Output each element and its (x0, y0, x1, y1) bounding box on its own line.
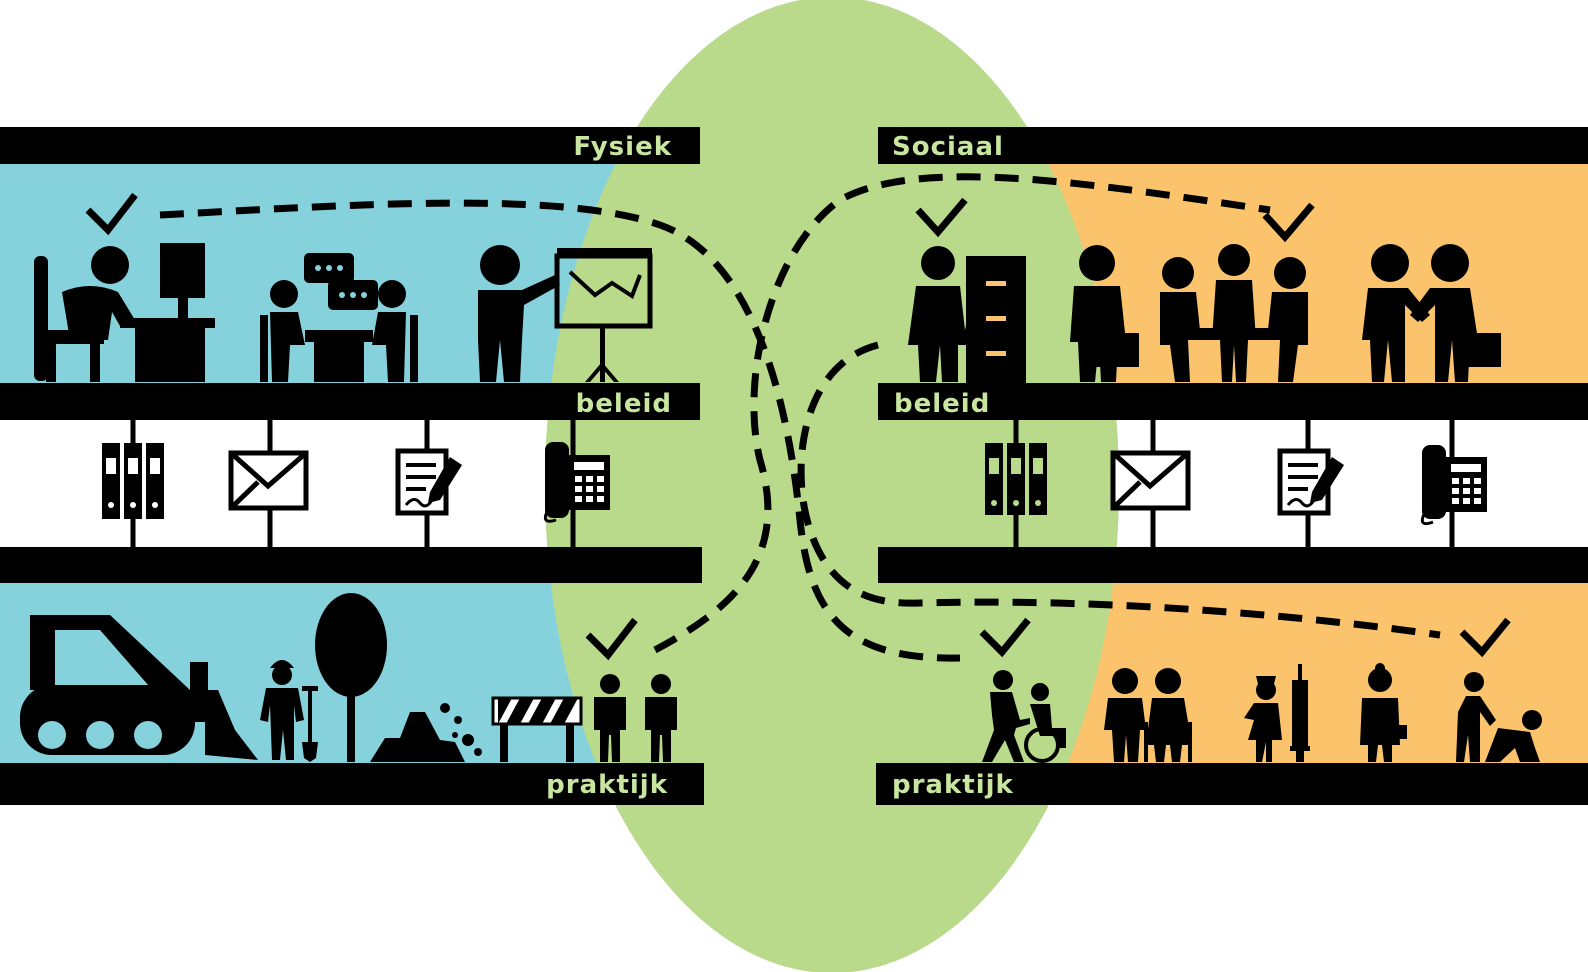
physical-header-label: Fysiek (573, 132, 672, 162)
physical-policy-bar (0, 383, 700, 420)
binders-icon (102, 443, 164, 519)
meeting-chat-dots (315, 265, 367, 298)
citizens-icon (594, 674, 677, 762)
social-header-label: Sociaal (892, 132, 1004, 162)
check-icon (1262, 202, 1315, 243)
tree-icon (315, 593, 387, 762)
check-marks (85, 192, 1511, 661)
telephone-icon (1420, 445, 1487, 526)
check-icon (585, 617, 638, 661)
construction-worker-shovel-icon (260, 660, 318, 762)
doctor-icon (1360, 663, 1407, 762)
check-icon (915, 197, 968, 238)
social-practice-label: praktijk (892, 770, 1014, 800)
handshake-icon (1362, 244, 1501, 382)
helping-fallen-person-icon (1456, 672, 1542, 762)
physical-channel-bar (0, 547, 702, 583)
social-policy-label: beleid (894, 389, 990, 419)
check-icon (1459, 617, 1511, 658)
dashed-path-office-to-elderly (159, 199, 961, 662)
envelope-icon (228, 450, 309, 511)
presenter-chart-icon (478, 245, 653, 382)
bulldozer-icon (20, 615, 258, 760)
social-practice-bar (876, 763, 1588, 805)
bars (0, 127, 1588, 805)
binders-icon (985, 443, 1047, 515)
document-sign-icon (395, 448, 462, 516)
businessman-briefcase-icon (1070, 245, 1139, 382)
physical-practice-label: praktijk (546, 770, 668, 800)
social-channel-bar (878, 547, 1588, 583)
telephone-icon (543, 442, 610, 523)
dashed-path-official-to-fallen (797, 341, 1441, 639)
physical-header-bar (0, 127, 700, 164)
office-worker-computer-icon (34, 243, 215, 382)
check-icon (979, 617, 1031, 658)
document-sign-icon (1277, 448, 1344, 516)
caregiver-wheelchair-icon (982, 670, 1066, 763)
envelope-icon (1110, 450, 1191, 511)
social-header-bar (878, 127, 1588, 164)
nurse-syringe-icon (1244, 664, 1310, 762)
elderly-couple-icon (1104, 668, 1192, 762)
official-filing-cabinet-icon (908, 246, 1026, 384)
dashed-path-citizens-to-social-policy (653, 173, 1271, 654)
connection-lines (159, 173, 1441, 662)
soil-pile-icon (370, 703, 482, 762)
social-policy-bar (878, 383, 1588, 420)
check-icon (85, 192, 138, 236)
physical-policy-label: beleid (576, 389, 672, 419)
physical-practice-bar (0, 763, 704, 805)
road-barrier-icon (491, 696, 583, 762)
round-table-meeting-icon (1160, 244, 1308, 382)
